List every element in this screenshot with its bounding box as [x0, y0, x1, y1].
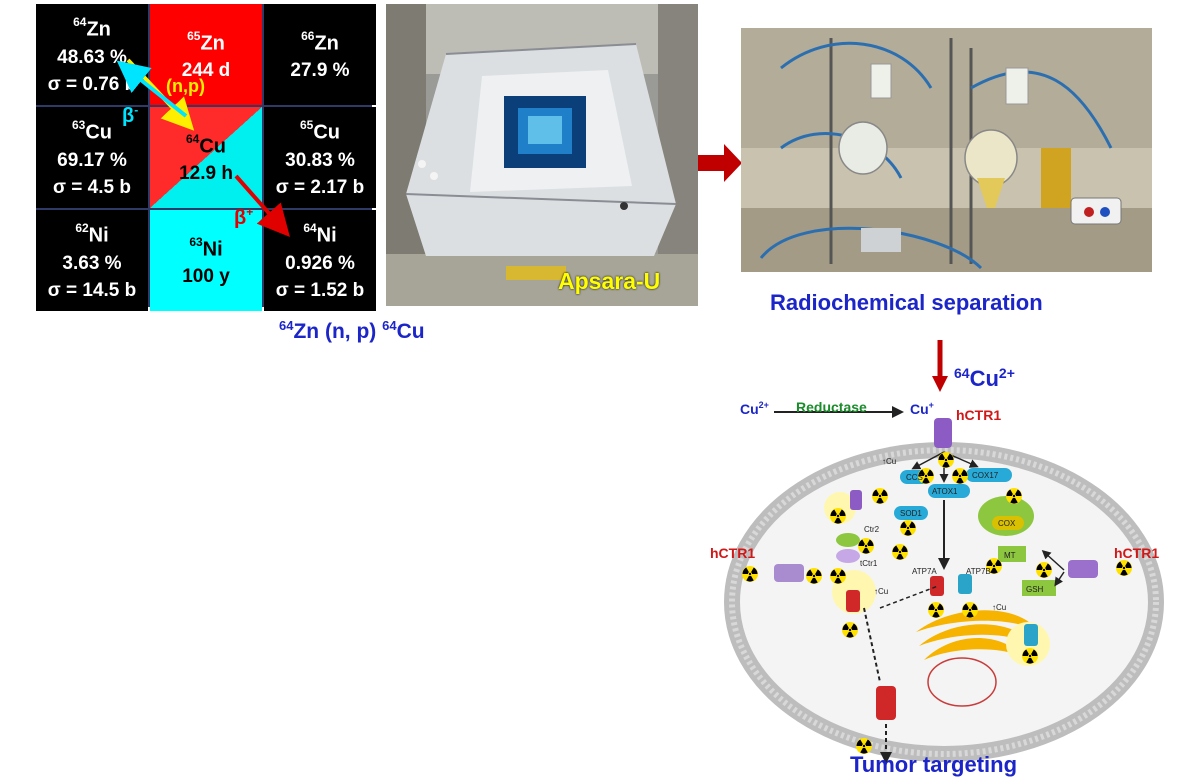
cu1-label: Cu+ — [910, 400, 934, 417]
atox1-label: ATOX1 — [932, 487, 958, 496]
atp7a-label: ATP7A — [912, 567, 937, 576]
lab-photo — [741, 28, 1152, 272]
atp7b-label: ATP7B — [966, 567, 991, 576]
apsara-label: Apsara-U — [558, 268, 661, 294]
cox17-label: COX17 — [972, 471, 999, 480]
arrow-to-separation — [698, 144, 742, 182]
cu2-label: Cu2+ — [740, 400, 769, 417]
sod1-label: SOD1 — [900, 509, 922, 518]
tumor-caption: Tumor targeting — [850, 752, 1018, 777]
hctr1-top-label: hCTR1 — [956, 407, 1001, 423]
cox-label: COX — [998, 519, 1016, 528]
ccs-label: CCS — [906, 473, 923, 482]
gsh-label: GSH — [1026, 585, 1044, 594]
cell-diagram: 64Cu2+ Reductase Cu2+ Cu+ hCTR1 hCTR1 hC… — [710, 340, 1164, 764]
ion-label: 64Cu2+ — [954, 365, 1015, 391]
reactor-photo — [386, 4, 698, 306]
reaction-caption: 64Zn (n, p) 64Cu — [279, 318, 425, 343]
hctr1-right-label: hCTR1 — [1114, 545, 1159, 561]
cu-small-label-3: ↑Cu — [992, 603, 1006, 612]
hctr1-left-label: hCTR1 — [710, 545, 755, 561]
cu-small-label: ↑Cu — [882, 457, 896, 466]
ctr2-label: Ctr2 — [864, 525, 880, 534]
separation-caption: Radiochemical separation — [770, 290, 1043, 315]
tctr1-label: tCtr1 — [860, 559, 878, 568]
cu-small-label-2: ↑Cu — [874, 587, 888, 596]
mt-label: MT — [1004, 551, 1016, 560]
reductase-label: Reductase — [796, 399, 867, 415]
